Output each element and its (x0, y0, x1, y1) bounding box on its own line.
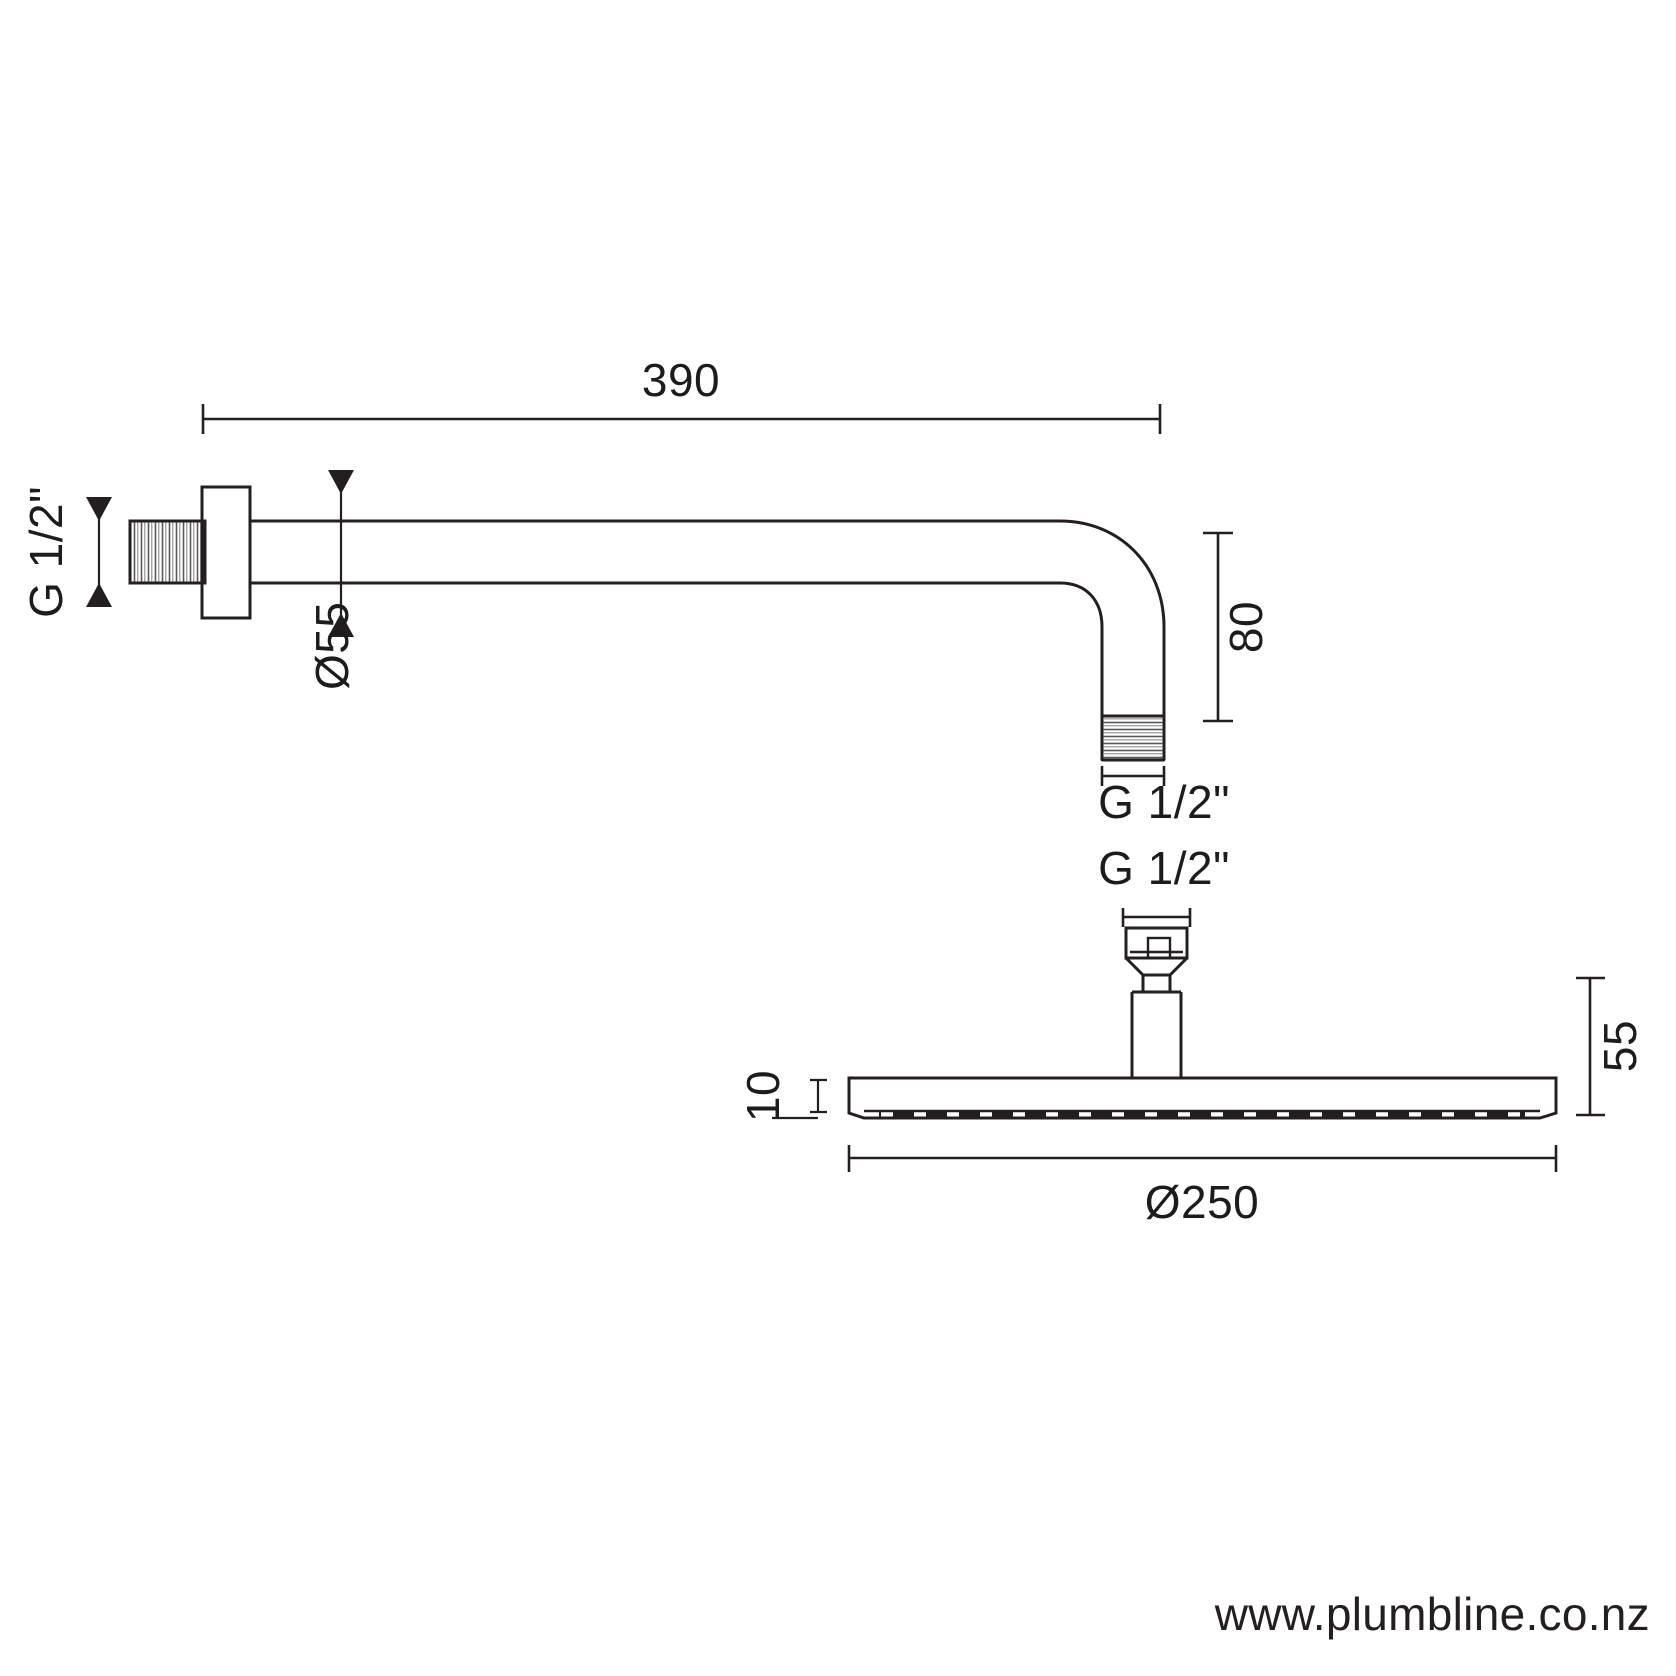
dimension-outlet-thread: G 1/2" (1098, 766, 1230, 828)
dimension-label-arm-length: 390 (642, 354, 720, 406)
dimension-flange-diameter: Ø55 (306, 470, 358, 690)
footer-website-url[interactable]: www.plumbline.co.nz (1214, 1588, 1650, 1640)
shower-arm-tube (250, 519, 1166, 762)
ball-joint-key (1146, 936, 1172, 960)
dimension-label-head-assembly-height: 55 (1594, 1020, 1646, 1072)
dimension-label-flange-diameter: Ø55 (306, 602, 358, 690)
wall-flange (200, 485, 252, 620)
dimension-head-assembly-height: 55 (1576, 976, 1646, 1117)
dimension-label-drop-height: 80 (1220, 601, 1272, 653)
shower-head-plate (847, 1076, 1558, 1121)
dimension-label-wall-inlet-thread: G 1/2" (20, 486, 72, 618)
dimension-arm-length: 390 (201, 354, 1162, 434)
wall-inlet-thread-body (128, 519, 207, 585)
dimension-label-head-inlet-thread: G 1/2" (1098, 842, 1230, 894)
dimension-label-head-diameter: Ø250 (1145, 1176, 1260, 1228)
shower-nozzle-face (879, 1112, 1525, 1121)
shower-head-ball-joint (1124, 926, 1189, 1078)
dimension-wall-inlet-thread: G 1/2" (20, 486, 112, 618)
arm-outlet-thread (1100, 714, 1166, 762)
dimension-head-inlet-thread: G 1/2" (1098, 842, 1230, 927)
dimension-label-head-thickness: 10 (737, 1070, 789, 1122)
dimension-head-thickness: 10 (737, 1070, 827, 1122)
dimension-label-outlet-thread: G 1/2" (1098, 776, 1230, 828)
dimension-head-diameter: Ø250 (847, 1145, 1558, 1228)
dimension-drop-height: 80 (1203, 531, 1272, 723)
